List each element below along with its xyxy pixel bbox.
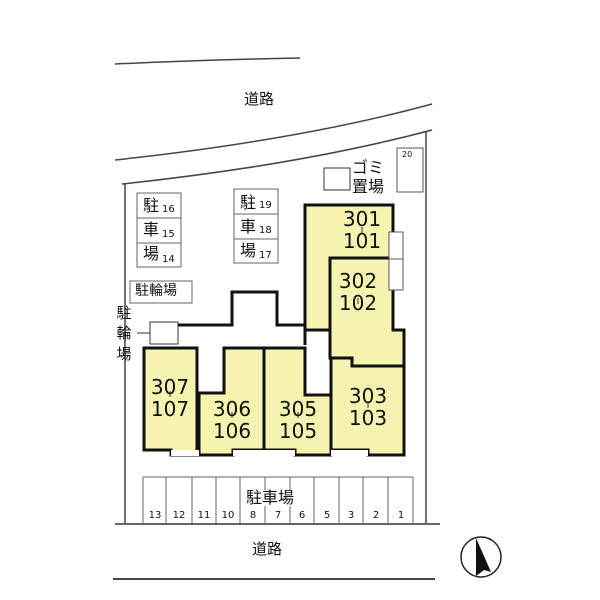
unit-upper-number: 303 (348, 384, 388, 408)
unit-upper-number: 305 (278, 397, 318, 421)
parking-block-left (136, 192, 182, 268)
parking-number-5: 5 (323, 510, 331, 521)
parking-char: 場 (240, 241, 257, 260)
balcony-box (388, 231, 404, 291)
parking-number-14: 14 (162, 254, 175, 265)
parking-number-12: 12 (172, 510, 186, 521)
parking-number-6: 6 (298, 510, 306, 521)
north-arrow-icon (460, 536, 502, 578)
unit-lower-number: 107 (150, 397, 190, 421)
parking-number-2: 2 (372, 510, 380, 521)
unit-lower-number: 103 (348, 406, 388, 430)
parking-number-17: 17 (259, 250, 272, 261)
unit-connectors (169, 227, 369, 418)
bottom-parking-label: 駐車場 (246, 488, 295, 507)
unit-lower-number: 102 (338, 291, 378, 315)
unit-307-107: 307 107 (140, 376, 200, 420)
unit-305-105: 305 105 (268, 398, 328, 442)
corridor-outline (178, 290, 307, 345)
unit-lower-number: 101 (342, 229, 382, 253)
unit-lower-number: 106 (212, 419, 252, 443)
bicycle-char: 輪 (116, 324, 132, 343)
site-boundary-top (121, 129, 433, 185)
garbage-area-box (323, 167, 351, 191)
parking-char: 車 (143, 220, 160, 239)
parking-number-18: 18 (259, 225, 272, 236)
road-edge-top-1 (114, 57, 301, 65)
parking-block-middle (233, 188, 279, 264)
unit-lower-number: 105 (278, 419, 318, 443)
unit-upper-number: 307 (150, 375, 190, 399)
bicycle-parking-small-box (149, 321, 179, 345)
garbage-label-line1: ゴミ (352, 158, 385, 177)
parking-char: 駐 (143, 196, 160, 215)
parking-number-7: 7 (274, 510, 282, 521)
unit-306-106: 306 106 (202, 398, 262, 442)
bicycle-char: 場 (116, 344, 132, 363)
parking-number-15: 15 (162, 229, 175, 240)
road-label-bottom: 道路 (252, 540, 283, 558)
unit-302-102: 302 102 (328, 270, 388, 314)
parking-number-10: 10 (221, 510, 235, 521)
parking-number-16: 16 (162, 204, 175, 215)
parking-number-19: 19 (259, 200, 272, 211)
unit-upper-number: 302 (338, 269, 378, 293)
parking-number-13: 13 (148, 510, 162, 521)
parking-char: 場 (143, 244, 160, 263)
parking-number-11: 11 (197, 510, 211, 521)
parking-number-20: 20 (402, 150, 413, 159)
parking-number-8: 8 (249, 510, 257, 521)
unit-upper-number: 306 (212, 397, 252, 421)
parking-number-1: 1 (397, 510, 405, 521)
bicycle-parking-label: 駐輪場 (135, 283, 177, 299)
bicycle-char: 駐 (116, 304, 132, 322)
parking-char: 車 (240, 217, 257, 236)
garbage-label-line2: 置場 (352, 177, 385, 196)
parking-space-20 (396, 147, 424, 193)
unit-upper-number: 301 (342, 207, 382, 231)
road-edge-top-2 (114, 103, 433, 161)
parking-char: 駐 (240, 193, 257, 212)
unit-301-101: 301 101 (332, 208, 392, 252)
road-label-top: 道路 (244, 90, 275, 108)
bicycle-parking-box (129, 280, 193, 304)
parking-number-3: 3 (347, 510, 355, 521)
unit-303-103: 303 103 (338, 385, 398, 429)
